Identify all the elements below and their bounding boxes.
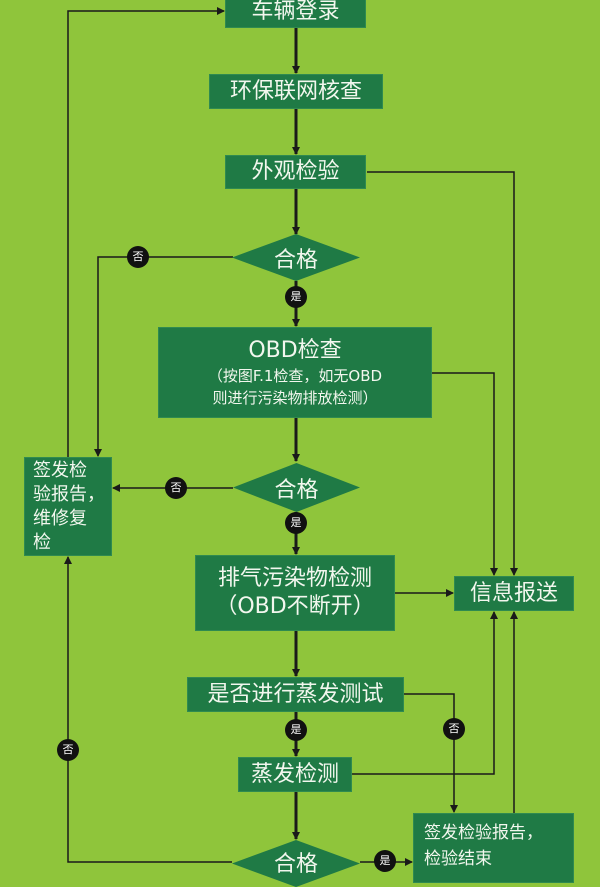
node-line: （按图F.1检查，如无OBD bbox=[207, 366, 383, 385]
no-marker: 否 bbox=[443, 718, 465, 740]
no-marker: 否 bbox=[165, 477, 187, 499]
repair-report-node: 签发检 验报告， 维修复 检 bbox=[24, 457, 112, 556]
node-line: （OBD不断开） bbox=[215, 594, 375, 619]
evap-test-node: 蒸发检测 bbox=[238, 757, 352, 792]
node-line: 维修复 bbox=[33, 507, 87, 529]
node-line: 检 bbox=[33, 531, 51, 553]
node-label: 外观检验 bbox=[251, 159, 340, 184]
node-line: 检验结束 bbox=[424, 849, 492, 869]
qualified-decision-3: 合格 bbox=[232, 840, 360, 887]
node-label: 环保联网核查 bbox=[229, 78, 362, 104]
yes-marker: 是 bbox=[285, 512, 307, 534]
no-marker: 否 bbox=[57, 739, 79, 761]
obd-check-node: OBD检查 （按图F.1检查，如无OBD 则进行污染物排放检测） bbox=[158, 327, 432, 418]
node-label: 是否进行蒸发测试 bbox=[207, 681, 384, 707]
qualified-decision-2: 合格 bbox=[233, 463, 360, 512]
decision-label: 合格 bbox=[273, 852, 318, 877]
decision-label: 合格 bbox=[273, 247, 318, 273]
node-label: 蒸发检测 bbox=[250, 761, 339, 787]
evap-decision-node: 是否进行蒸发测试 bbox=[187, 677, 404, 712]
node-line: 验报告， bbox=[33, 483, 105, 505]
node-label: 信息报送 bbox=[469, 580, 558, 606]
node-title: OBD检查 bbox=[248, 337, 342, 363]
yes-marker: 是 bbox=[285, 286, 307, 308]
appearance-check-node: 外观检验 bbox=[225, 155, 366, 189]
final-report-node: 签发检验报告， 检验结束 bbox=[413, 813, 574, 883]
node-line: 签发检 bbox=[33, 459, 87, 481]
node-line: 则进行污染物排放检测） bbox=[212, 388, 378, 407]
decision-label: 合格 bbox=[274, 477, 319, 503]
no-marker: 否 bbox=[127, 246, 149, 268]
yes-marker: 是 bbox=[285, 719, 307, 741]
network-check-node: 环保联网核查 bbox=[209, 74, 383, 109]
node-label: 车辆登录 bbox=[251, 0, 340, 24]
node-line: 签发检验报告， bbox=[424, 823, 543, 843]
exhaust-test-node: 排气污染物检测 （OBD不断开） bbox=[195, 555, 395, 631]
yes-marker: 是 bbox=[374, 850, 396, 872]
vehicle-login-node: 车辆登录 bbox=[225, 0, 366, 28]
node-line: 排气污染物检测 bbox=[217, 566, 372, 591]
info-report-node: 信息报送 bbox=[454, 576, 574, 611]
qualified-decision-1: 合格 bbox=[232, 234, 360, 281]
